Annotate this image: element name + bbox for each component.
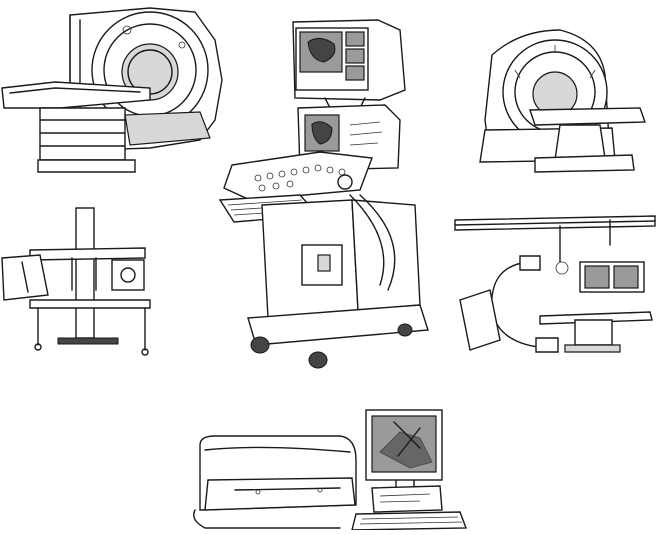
ct-scanner xyxy=(479,29,646,173)
angiography-c-arm xyxy=(454,215,656,353)
x-ray-unit xyxy=(1,207,151,356)
film-printer-workstation xyxy=(193,409,468,531)
ultrasound-machine xyxy=(218,19,429,369)
mri-scanner xyxy=(1,7,223,173)
